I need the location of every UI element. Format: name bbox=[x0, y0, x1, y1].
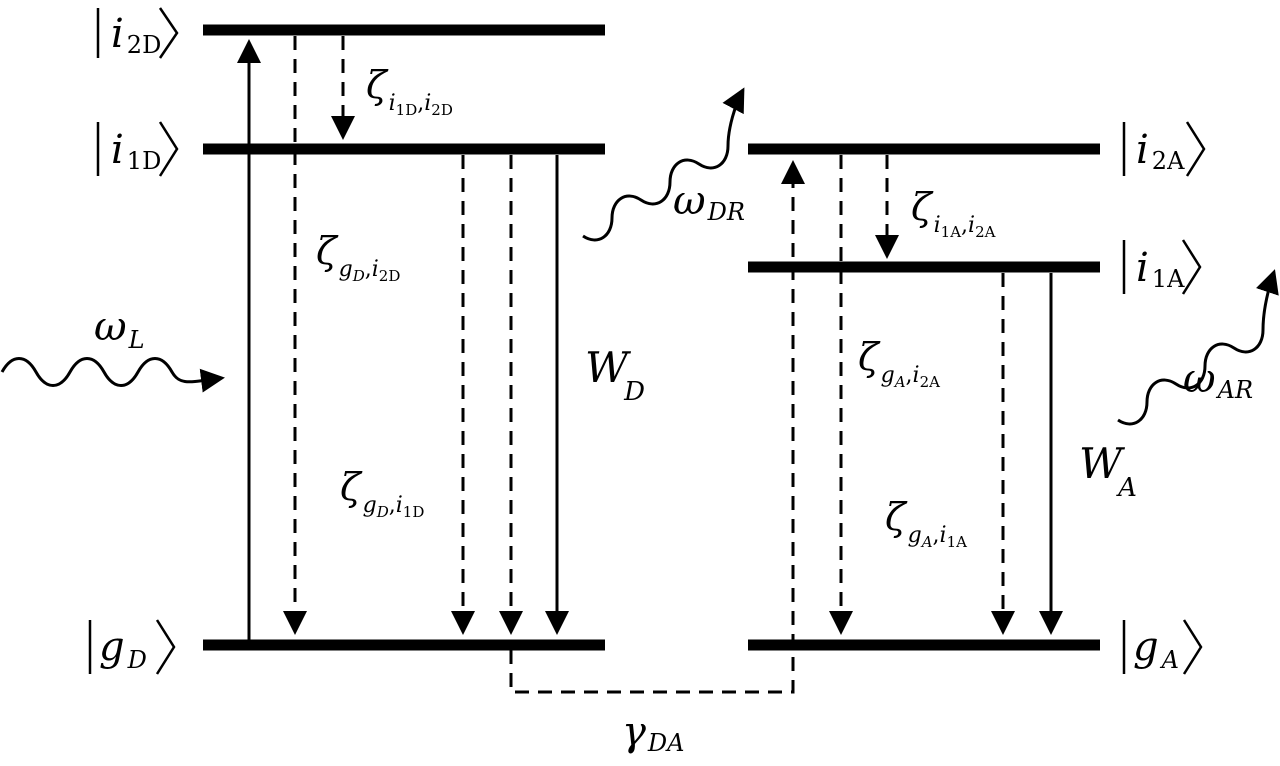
photon-omega-DR-wave bbox=[582, 87, 745, 242]
omega-AR-label: ωAR bbox=[1183, 356, 1253, 404]
zeta-gA-i2A-label: ζgA,i2A bbox=[858, 335, 940, 391]
transfer-path bbox=[509, 160, 805, 694]
omega-L-label: ωL bbox=[94, 304, 145, 354]
photon-omega-L-wave bbox=[0, 357, 225, 393]
omega-DR-label: ωDR bbox=[673, 178, 745, 226]
photon-omega-AR-wave bbox=[1117, 269, 1279, 426]
ket-i1A-bracket bbox=[1122, 239, 1202, 295]
WD-label: WD bbox=[585, 343, 645, 407]
ket-i1D-bracket bbox=[96, 121, 179, 177]
zeta-i1A-i2A-label: ζi1A,i2A bbox=[911, 185, 996, 241]
zeta-i1D-i2D-label: ζi1D,i2D bbox=[366, 63, 453, 119]
ket-gD-bracket bbox=[88, 619, 176, 675]
WA-label: WA bbox=[1079, 439, 1137, 503]
zeta-gA-i1A-label: ζgA,i1A bbox=[885, 495, 967, 551]
ket-gA-bracket bbox=[1122, 619, 1203, 675]
ket-i2A-bracket bbox=[1122, 121, 1206, 177]
ket-i2D-bracket bbox=[96, 7, 179, 59]
zeta-gD-i1D-label: ζgD,i1D bbox=[340, 465, 424, 521]
gamma-DA-label: γDA bbox=[622, 709, 684, 757]
zeta-gD-i2D-label: ζgD,i2D bbox=[316, 229, 400, 285]
